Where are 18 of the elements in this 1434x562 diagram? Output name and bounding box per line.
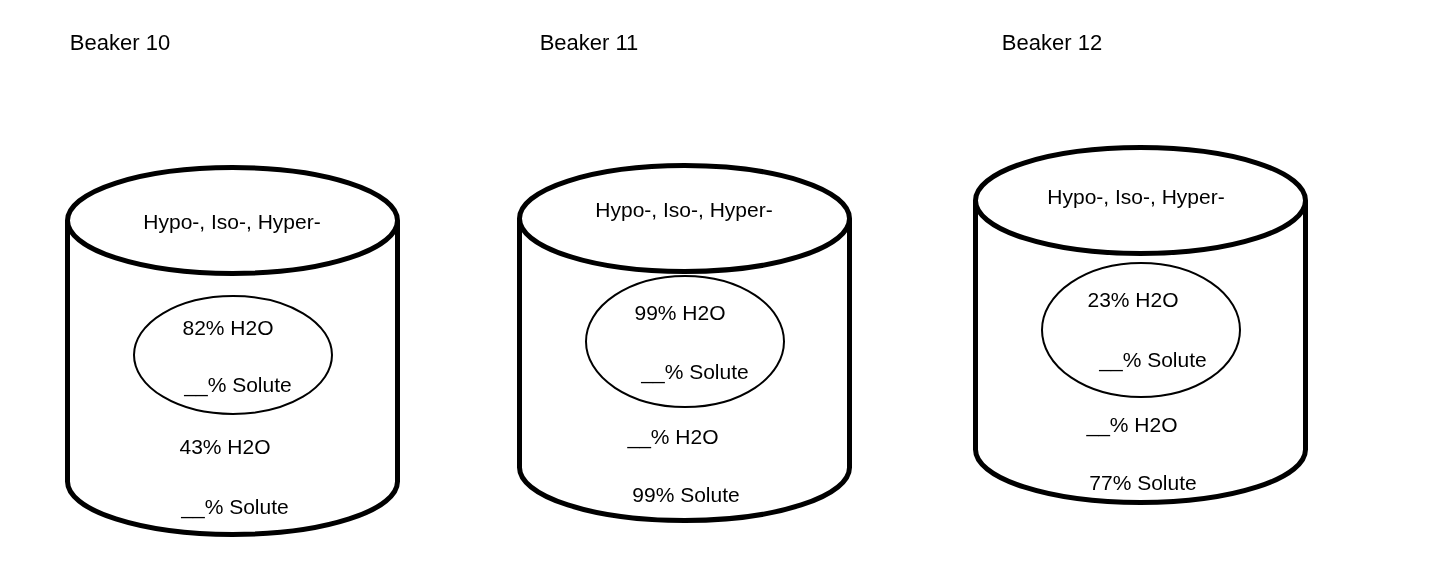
percentage-label: __% Solute [641,359,749,385]
percentage-label: 99% Solute [632,482,740,508]
tonicity-options: Hypo-, Iso-, Hyper- [595,197,773,223]
percentage-label: __% Solute [1099,347,1207,373]
percentage-label: __% Solute [181,494,289,520]
percentage-label: 43% H2O [179,434,271,460]
percentage-label: 77% Solute [1089,470,1197,496]
percentage-label: __% H2O [627,424,719,450]
percentage-label: __% H2O [1086,412,1178,438]
tonicity-options: Hypo-, Iso-, Hyper- [1047,184,1225,210]
percentage-label: 82% H2O [182,315,274,341]
beaker-label: Beaker 11 [539,29,639,57]
beaker-label: Beaker 12 [1001,29,1103,57]
percentage-label: __% Solute [184,372,292,398]
beaker-label: Beaker 10 [69,29,171,57]
percentage-label: 99% H2O [634,300,726,326]
tonicity-options: Hypo-, Iso-, Hyper- [143,209,321,235]
percentage-label: 23% H2O [1087,287,1179,313]
